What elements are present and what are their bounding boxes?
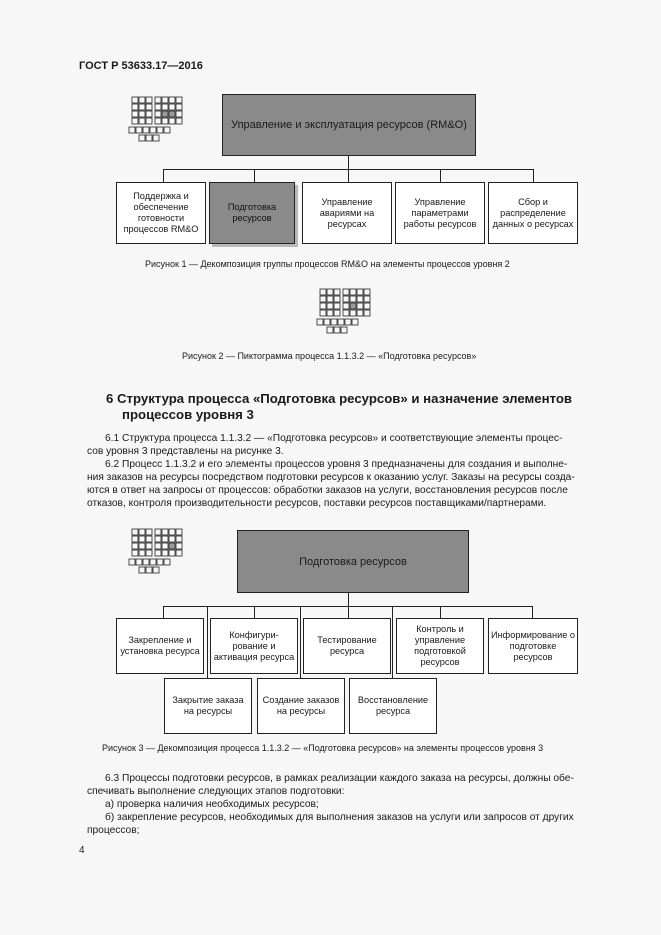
fig3-box: Создание заказов на ресурсы [257, 678, 345, 734]
fig1-top-box: Управление и эксплуатация ресурсов (RM&O… [222, 94, 476, 156]
fig3-box: Информирование о подготовке ресурсов [488, 618, 578, 674]
fig1-connector [348, 169, 349, 182]
text-line: 6.1 Структура процесса 1.1.3.2 — «Подгот… [105, 433, 563, 444]
fig1-connector [348, 156, 349, 169]
fig3-connector [254, 606, 255, 618]
text-line: отказов, контроля производительности рес… [87, 498, 547, 510]
section-heading-line: процессов уровня 3 [122, 407, 254, 422]
paragraph-6-1: 6.1 Структура процесса 1.1.3.2 — «Подгот… [87, 432, 615, 458]
process-pictogram-icon [128, 96, 183, 142]
fig1-box: Сбор и распределение данных о ресурсах [488, 182, 578, 244]
section-heading-line: 6 Структура процесса «Подготовка ресурсо… [106, 391, 573, 406]
fig3-box: Закрепление и установка ресурса [116, 618, 204, 674]
fig1-connector [533, 169, 534, 182]
fig3-box-label: Конфигури- рование и активация ресурса [213, 629, 295, 662]
fig3-box: Тестирование ресурса [303, 618, 391, 674]
fig3-box-label: Восстановление ресурса [357, 695, 429, 716]
text-line: процессов; [87, 825, 140, 837]
page-number: 4 [79, 845, 85, 856]
list-item: а) проверка наличия необходимых ресурсов… [105, 799, 319, 811]
figure1-caption: Рисунок 1 — Декомпозиция группы процессо… [145, 259, 510, 269]
process-pictogram-icon [128, 528, 183, 574]
text-line: ются в ответ на запросы от процессов: об… [87, 485, 568, 497]
fig1-box-label: Подготовка ресурсов [227, 202, 277, 223]
paragraph-6-2: 6.2 Процесс 1.1.3.2 и его элементы проце… [87, 458, 615, 510]
fig3-box-label: Контроль и управление подготовкой ресурс… [414, 624, 466, 667]
fig3-connector [392, 606, 393, 678]
fig1-box: Поддержка и обеспечение готовности проце… [116, 182, 206, 244]
fig3-connector [207, 606, 208, 678]
fig1-connector [163, 169, 164, 182]
standard-header: ГОСТ Р 53633.17—2016 [79, 60, 203, 72]
paragraph-6-3: 6.3 Процессы подготовки ресурсов, в рамк… [87, 772, 615, 837]
fig3-box-label: Создание заказов на ресурсы [262, 695, 340, 716]
fig3-connector [348, 593, 349, 606]
fig3-top-box: Подготовка ресурсов [237, 530, 469, 593]
fig3-box: Восстановление ресурса [349, 678, 437, 734]
fig1-connector [440, 169, 441, 182]
fig1-box-label: Управление параметрами работы ресурсов [403, 196, 477, 229]
fig3-connector [440, 606, 441, 618]
fig1-box-highlighted: Подготовка ресурсов [209, 182, 295, 244]
text-line: спечивать выполнение следующих этапов по… [87, 786, 345, 798]
fig1-box-label: Сбор и распределение данных о ресурсах [492, 196, 574, 229]
fig3-box: Контроль и управление подготовкой ресурс… [396, 618, 484, 674]
fig1-box: Управление авариями на ресурсах [302, 182, 392, 244]
fig1-box: Управление параметрами работы ресурсов [395, 182, 485, 244]
fig3-box-label: Закрытие заказа на ресурсы [172, 695, 244, 716]
fig3-box-label: Закрепление и установка ресурса [120, 635, 200, 656]
fig3-top-label: Подготовка ресурсов [299, 555, 407, 568]
fig3-box: Закрытие заказа на ресурсы [164, 678, 252, 734]
list-item: б) закрепление ресурсов, необходимых для… [105, 812, 574, 824]
fig1-top-label: Управление и эксплуатация ресурсов (RM&O… [231, 119, 467, 131]
fig1-box-label: Поддержка и обеспечение готовности проце… [123, 191, 199, 234]
fig3-box: Конфигури- рование и активация ресурса [210, 618, 298, 674]
fig3-connector [300, 606, 301, 678]
text-line: 6.2 Процесс 1.1.3.2 и его элементы проце… [105, 459, 568, 470]
fig1-connector [254, 169, 255, 182]
text-line: сов уровня 3 представлены на рисунке 3. [87, 446, 284, 458]
process-pictogram-icon [316, 288, 371, 334]
figure2-caption: Рисунок 2 — Пиктограмма процесса 1.1.3.2… [182, 351, 477, 361]
fig3-box-label: Тестирование ресурса [317, 635, 377, 656]
fig3-connector [532, 606, 533, 618]
fig3-connector [163, 606, 164, 618]
text-line: ния заказов на ресурсы посредством подго… [87, 472, 575, 484]
section-heading: 6 Структура процесса «Подготовка ресурсо… [106, 391, 586, 423]
fig3-box-label: Информирование о подготовке ресурсов [491, 629, 575, 662]
figure3-caption: Рисунок 3 — Декомпозиция процесса 1.1.3.… [102, 743, 544, 753]
text-line: 6.3 Процессы подготовки ресурсов, в рамк… [105, 773, 574, 784]
fig3-connector [348, 606, 349, 618]
fig1-box-label: Управление авариями на ресурсах [319, 196, 375, 229]
